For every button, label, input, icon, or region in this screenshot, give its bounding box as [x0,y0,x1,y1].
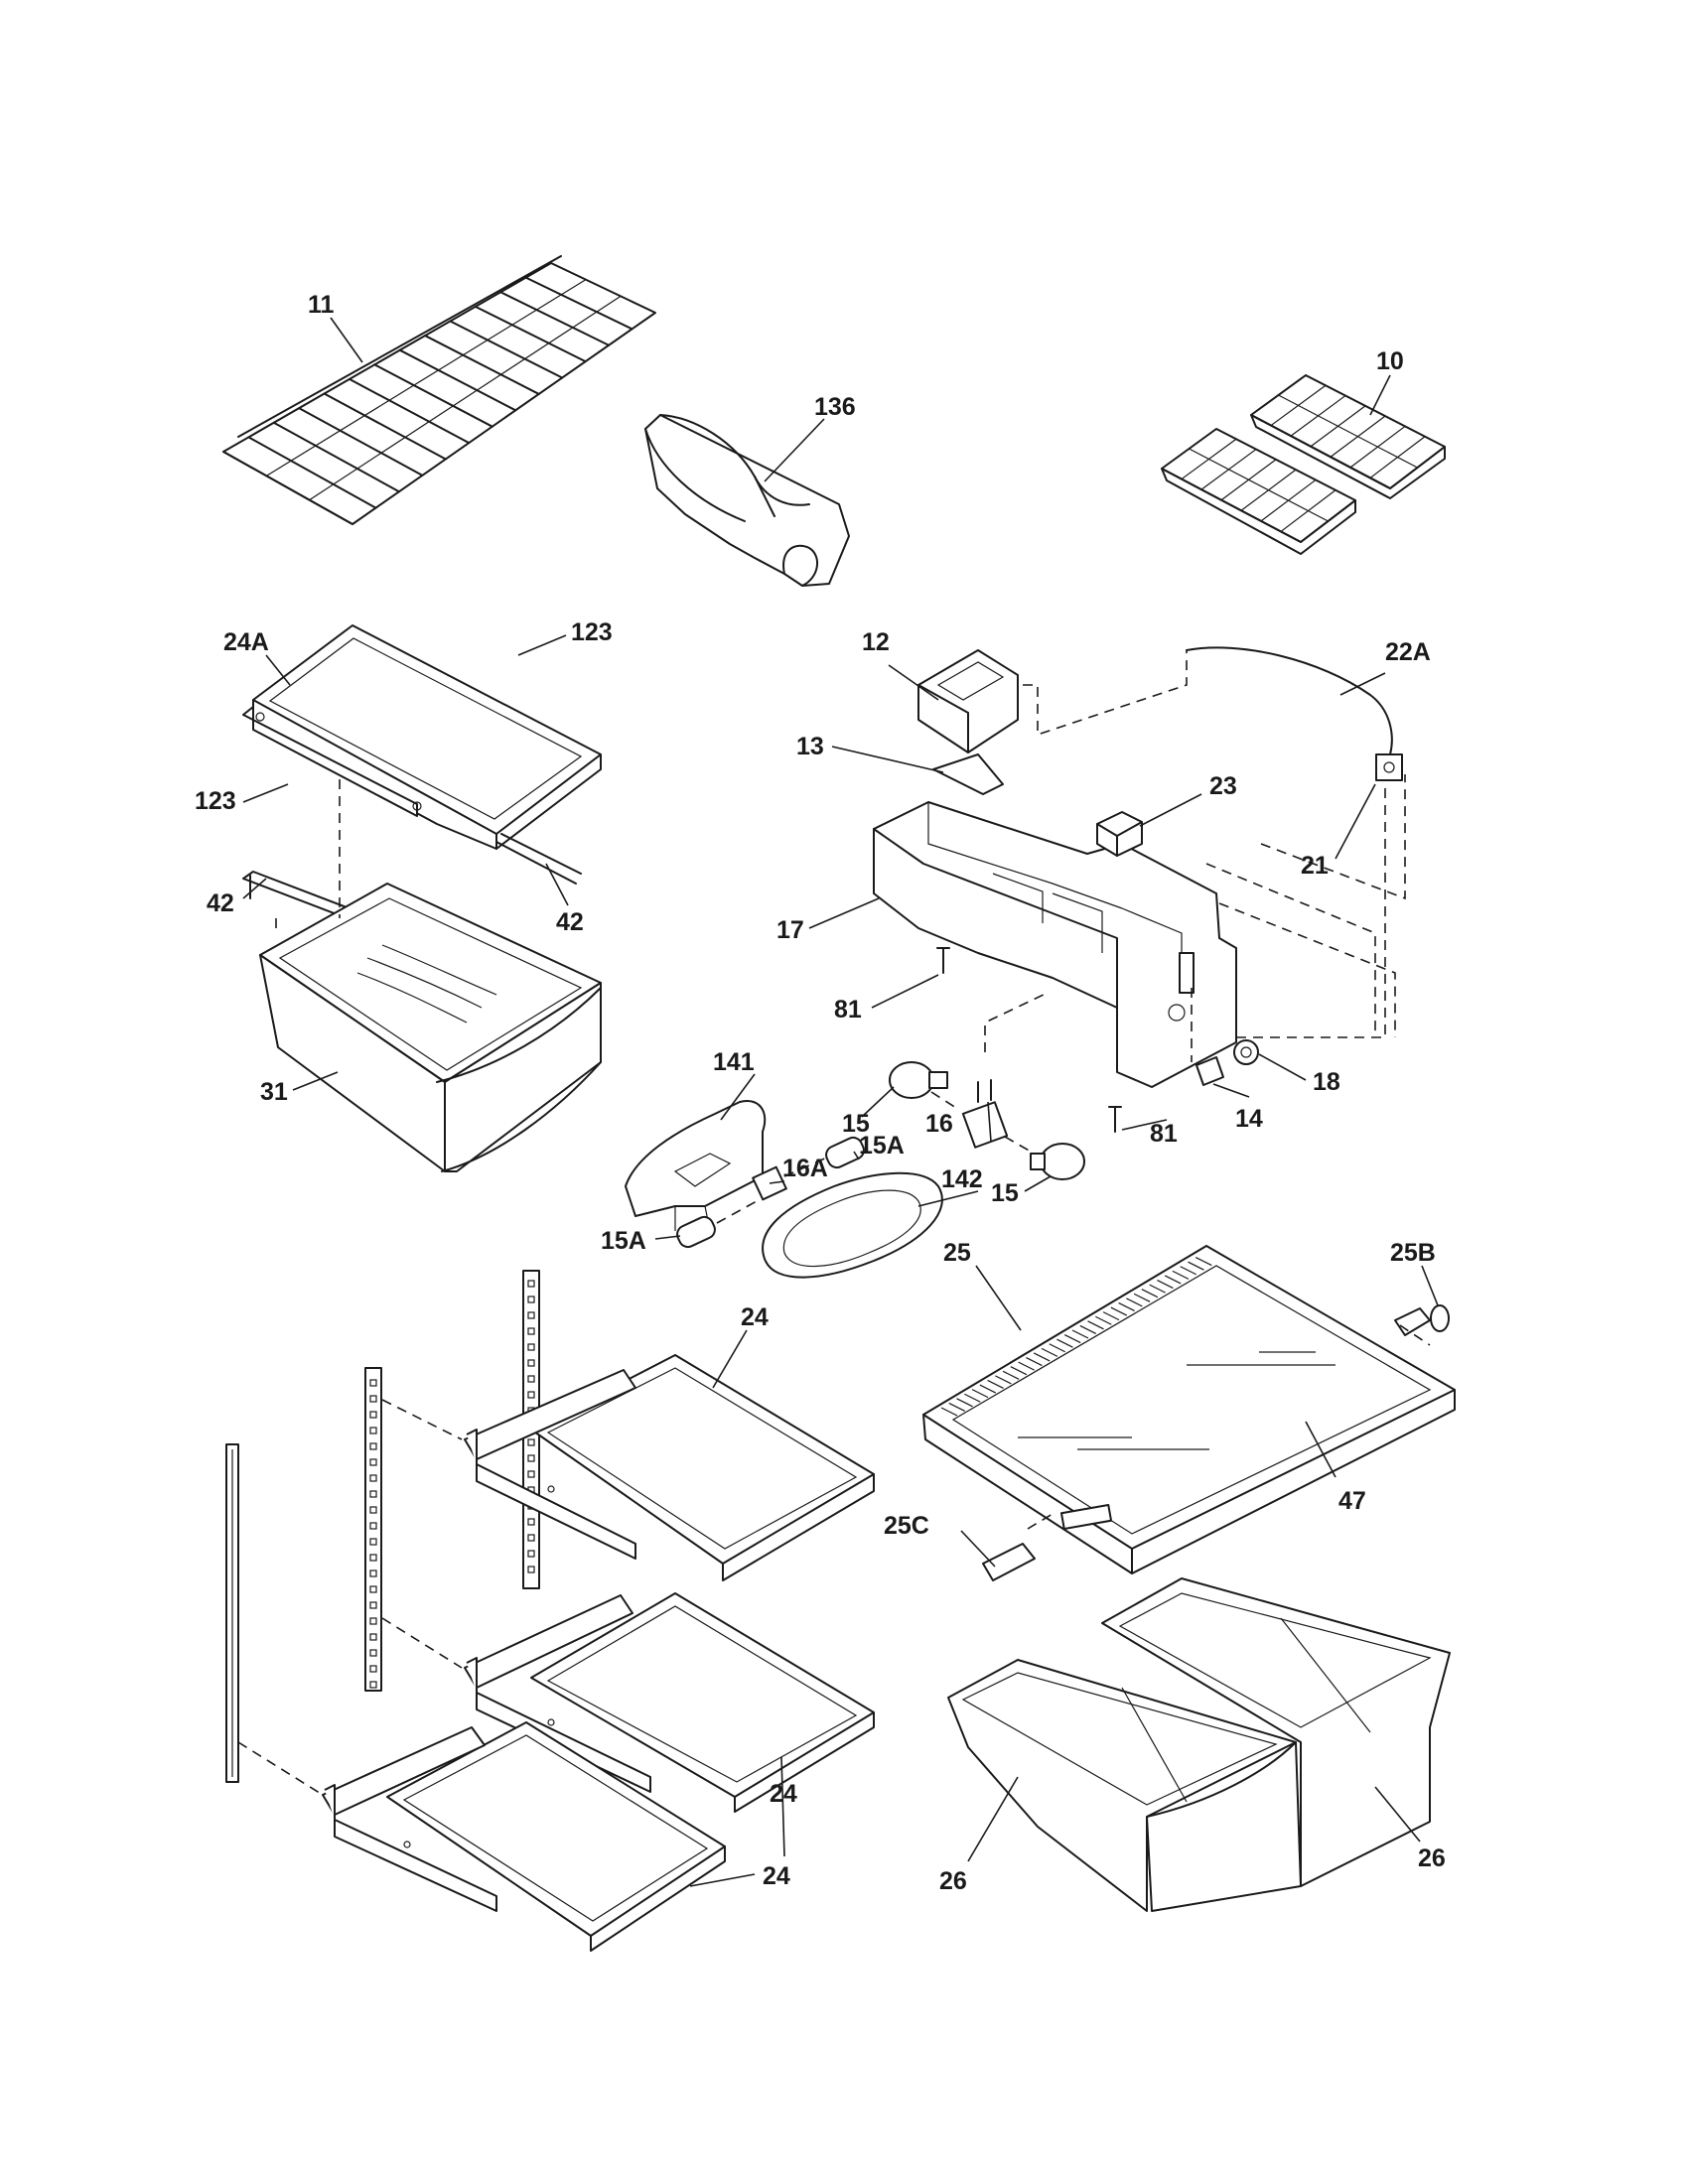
callout-25B: 25B [1390,1239,1436,1267]
part-14-switch [1196,1056,1224,1086]
part-136-bottle-holder [644,414,850,587]
callout-42-left: 42 [207,889,234,917]
callout-15-lower: 15 [991,1179,1019,1207]
callout-25: 25 [943,1239,971,1267]
callout-labels: 11 136 10 24A 123 123 42 42 31 12 13 22A… [195,291,1446,1895]
part-25C-latch [982,1503,1113,1581]
callout-81-left: 81 [834,996,862,1024]
callout-24-middle: 24 [770,1780,797,1808]
part-81-screw-right [1108,1106,1122,1133]
part-23-motor [1096,811,1143,857]
part-17-ice-dispenser-housing [873,801,1237,1088]
part-26-crisper-drawer-left [947,1659,1302,1912]
callout-18: 18 [1313,1068,1340,1096]
part-26-crisper-drawer-right [1101,1577,1451,1887]
part-12-ice-chute [917,649,1019,753]
callout-12: 12 [862,628,890,656]
callout-11: 11 [308,291,335,319]
callout-142: 142 [941,1165,983,1193]
part-24-glass-shelf-middle [464,1592,875,1813]
part-10-ice-tray-back [1250,374,1446,499]
callout-24-bottom: 24 [763,1862,790,1890]
part-11-wire-shelf [222,255,656,525]
callout-25C: 25C [884,1512,929,1540]
part-25-crisper-cover [922,1245,1456,1574]
part-24-glass-shelf-top [464,1354,875,1581]
callout-81-right: 81 [1150,1120,1178,1148]
callout-23: 23 [1209,772,1237,800]
part-16-socket [961,1079,1009,1149]
callout-21: 21 [1301,852,1329,880]
part-31-crisper-drawer [259,883,602,1172]
assembly-dashed-lines [237,650,1431,1796]
part-13-flap [932,753,1004,795]
callout-123-lower: 123 [195,787,236,815]
callout-16A: 16A [782,1155,828,1182]
part-15A-bulb-lower [676,1215,716,1249]
part-15A-bulb-upper [825,1136,865,1169]
callout-31: 31 [260,1078,288,1106]
callout-47: 47 [1338,1487,1366,1515]
callout-141: 141 [713,1048,755,1076]
callout-15A-upper: 15A [859,1132,905,1160]
shelf-ladder-middle [364,1367,382,1692]
part-21-switch [1375,753,1403,781]
callout-26-left: 26 [939,1867,967,1895]
callout-15A-lower: 15A [601,1227,646,1255]
part-18-knob [1233,1039,1259,1065]
part-10-ice-tray-front [1161,428,1356,555]
callout-14: 14 [1235,1105,1263,1133]
callout-123-upper: 123 [571,618,613,646]
part-142-light-lens [762,1171,943,1279]
part-24-glass-shelf-bottom [322,1721,726,1952]
part-25B-clip [1394,1304,1450,1336]
callout-15-upper: 15 [842,1110,870,1138]
callout-26-right: 26 [1418,1844,1446,1872]
callout-42-right: 42 [556,908,584,936]
callout-leader-lines [242,317,1439,1887]
part-22A-wire-harness [1186,646,1393,755]
part-141-light-shield [625,1100,767,1232]
callout-17: 17 [776,916,804,944]
callout-24A: 24A [223,628,269,656]
callout-136: 136 [814,393,856,421]
part-81-screw-left [936,947,950,974]
part-15-bulb-lower [1030,1143,1085,1180]
shelf-ladder-front [225,1443,239,1783]
callout-13: 13 [796,733,824,760]
callout-16: 16 [925,1110,953,1138]
callout-10: 10 [1376,347,1404,375]
callout-24-top: 24 [741,1303,769,1331]
part-24A-upper-glass-shelf [242,624,602,885]
part-15-bulb-upper [889,1061,948,1099]
callout-22A: 22A [1385,638,1431,666]
